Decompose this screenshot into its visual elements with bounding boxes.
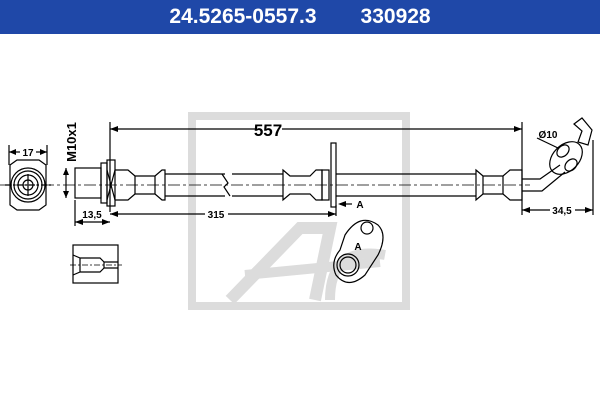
mounting-bracket <box>330 142 337 208</box>
dim-hex-width: 17 <box>22 148 34 159</box>
dim-bracket-distance: 315 <box>208 210 225 221</box>
part-number: 24.5265-0557.3 <box>169 5 317 28</box>
threaded-fitting <box>74 159 166 207</box>
banjo-eye <box>549 117 593 175</box>
bracket-detail-a <box>333 219 384 284</box>
dim-fitting-length: 13,5 <box>82 210 102 221</box>
section-marker: A <box>356 200 363 211</box>
dim-total-length: 557 <box>254 121 282 140</box>
detail-label: A <box>354 242 361 253</box>
hose-body <box>165 142 566 208</box>
title-bar: 24.5265-0557.3 330928 <box>0 0 600 34</box>
reference-number: 330928 <box>360 5 431 28</box>
dim-thread: M10x1 <box>64 122 79 162</box>
dim-end-offset: 34,5 <box>552 206 572 217</box>
dim-eye-diameter: Ø10 <box>539 130 558 141</box>
section-view <box>70 244 122 284</box>
ate-watermark-logo <box>188 112 410 310</box>
